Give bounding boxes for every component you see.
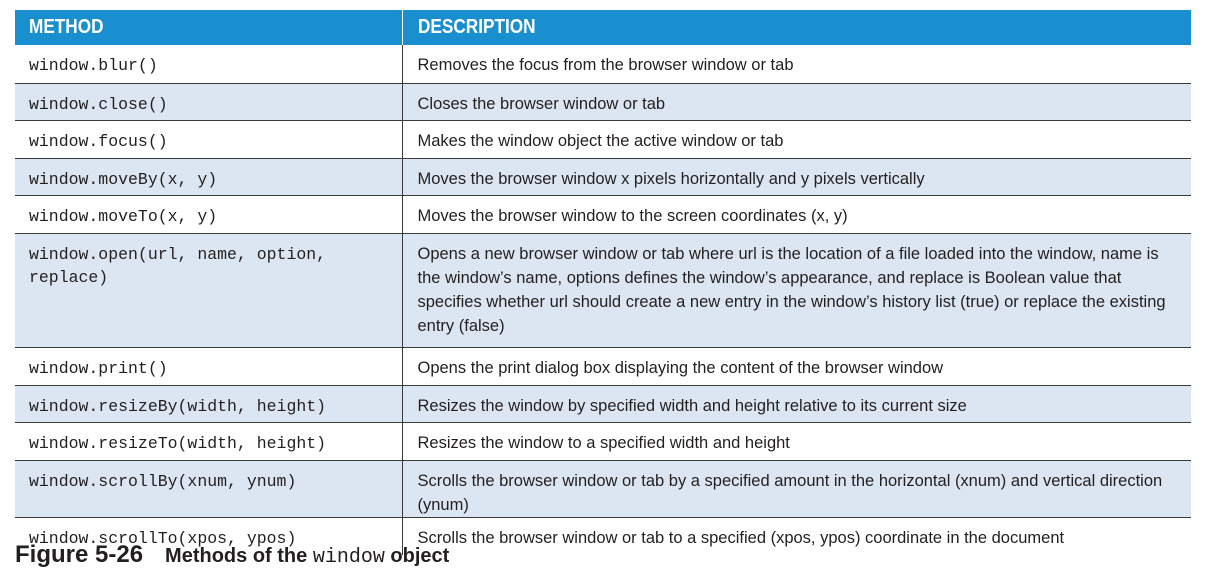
method-cell: window.scrollBy(xnum, ynum) xyxy=(15,460,403,518)
description-cell: Resizes the window by specified width an… xyxy=(402,385,1191,423)
header-description: DESCRIPTION xyxy=(401,10,1191,45)
table-row: window.blur() Removes the focus from the… xyxy=(15,45,1191,84)
description-cell: Closes the browser window or tab xyxy=(402,83,1191,121)
caption-text-before: Methods of the xyxy=(165,545,313,567)
description-cell: Resizes the window to a specified width … xyxy=(402,422,1191,461)
table-row: window.moveTo(x, y) Moves the browser wi… xyxy=(15,195,1191,234)
method-cell: window.resizeTo(width, height) xyxy=(15,422,403,461)
caption-code: window xyxy=(312,546,385,569)
table-row: window.print() Opens the print dialog bo… xyxy=(15,347,1191,386)
table-row: window.moveBy(x, y) Moves the browser wi… xyxy=(15,158,1191,196)
method-cell: window.close() xyxy=(15,83,403,121)
description-cell: Opens a new browser window or tab where … xyxy=(402,233,1191,348)
table-row: window.open(url, name, option, replace) … xyxy=(15,233,1191,348)
description-cell: Moves the browser window x pixels horizo… xyxy=(402,158,1191,196)
methods-table-container: METHOD DESCRIPTION window.blur() Removes… xyxy=(15,10,1191,555)
caption-text-after: object xyxy=(384,545,450,567)
figure-number: Figure 5-26 xyxy=(15,541,144,568)
method-cell: window.blur() xyxy=(15,45,403,84)
table-row: window.scrollBy(xnum, ynum) Scrolls the … xyxy=(15,460,1191,518)
method-cell: window.print() xyxy=(15,347,403,386)
method-cell: window.moveBy(x, y) xyxy=(15,158,403,196)
figure-caption: Figure 5-26 Methods of the window object xyxy=(15,541,449,569)
method-cell: window.scrollTo(xpos, ypos) xyxy=(15,517,403,555)
method-cell: window.moveTo(x, y) xyxy=(15,195,403,234)
description-cell: Opens the print dialog box displaying th… xyxy=(402,347,1191,386)
method-cell: window.open(url, name, option, replace) xyxy=(15,233,403,348)
table-header-row: METHOD DESCRIPTION xyxy=(15,10,1191,45)
header-method: METHOD xyxy=(15,10,402,45)
table-row: window.focus() Makes the window object t… xyxy=(15,120,1191,159)
description-cell: Moves the browser window to the screen c… xyxy=(402,195,1191,234)
description-cell: Removes the focus from the browser windo… xyxy=(402,45,1191,84)
description-cell: Scrolls the browser window or tab by a s… xyxy=(402,460,1191,518)
method-cell: window.resizeBy(width, height) xyxy=(15,385,403,423)
table-row: window.resizeBy(width, height) Resizes t… xyxy=(15,385,1191,423)
method-cell: window.focus() xyxy=(15,120,403,159)
description-cell: Makes the window object the active windo… xyxy=(402,120,1191,159)
table-row: window.close() Closes the browser window… xyxy=(15,83,1191,121)
table-row: window.scrollTo(xpos, ypos) Scrolls the … xyxy=(15,517,1191,555)
table-row: window.resizeTo(width, height) Resizes t… xyxy=(15,422,1191,461)
methods-table: METHOD DESCRIPTION window.blur() Removes… xyxy=(15,10,1191,555)
figure-title: Methods of the window object xyxy=(165,545,450,569)
description-cell: Scrolls the browser window or tab to a s… xyxy=(402,517,1191,555)
